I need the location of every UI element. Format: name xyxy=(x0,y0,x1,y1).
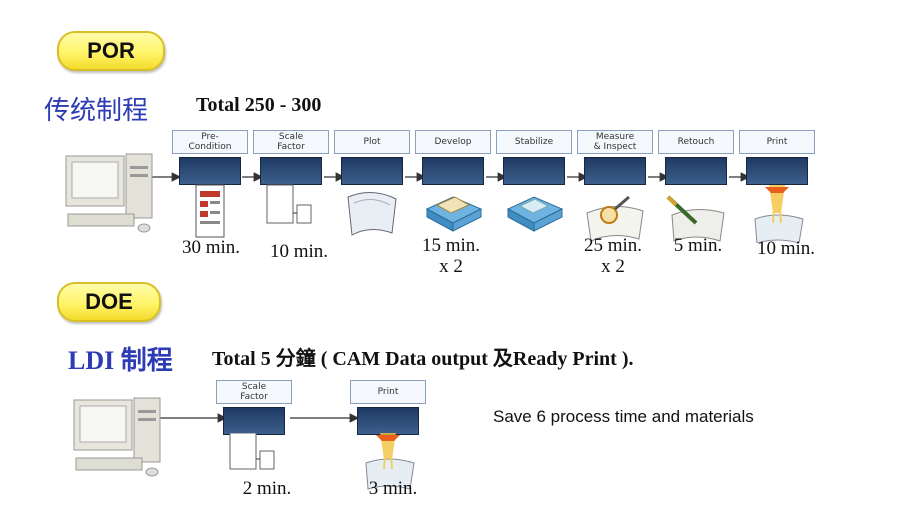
step-label: Scale Factor xyxy=(253,130,329,154)
stabilize-tray-icon xyxy=(504,183,564,233)
doe-badge: DOE xyxy=(57,282,161,322)
step-label: Develop xyxy=(415,130,491,154)
doe-step-scale-factor: Scale Factor xyxy=(216,380,292,483)
step-bar xyxy=(584,157,646,185)
step-label: Pre- Condition xyxy=(172,130,248,154)
print-light-icon xyxy=(358,433,418,490)
precondition-icon xyxy=(180,183,240,238)
doe-title: LDI 制程 xyxy=(68,346,173,375)
step-label: Stabilize xyxy=(496,130,572,154)
step-label: Scale Factor xyxy=(216,380,292,404)
magnifier-icon xyxy=(585,183,645,242)
doe-total: Total 5 分鐘 ( CAM Data output 及Ready Prin… xyxy=(212,348,634,370)
por-step-measure-inspect: Measure & Inspect xyxy=(577,130,653,242)
print-light-icon xyxy=(747,183,807,244)
step-bar xyxy=(179,157,241,185)
step-label: Print xyxy=(350,380,426,404)
scale-factor-icon xyxy=(224,432,284,483)
por-time-measure-inspect: 25 min. x 2 xyxy=(583,235,643,277)
por-time-print: 10 min. xyxy=(756,238,816,259)
por-step-retouch: Retouch xyxy=(658,130,734,242)
por-badge-label: POR xyxy=(87,38,135,63)
step-label: Print xyxy=(739,130,815,154)
doe-time-scale-factor: 2 min. xyxy=(242,478,292,499)
step-bar xyxy=(357,407,419,435)
scale-factor-icon xyxy=(261,183,321,233)
step-bar xyxy=(746,157,808,185)
por-step-stabilize: Stabilize xyxy=(496,130,572,233)
step-label: Plot xyxy=(334,130,410,154)
por-step-print: Print xyxy=(739,130,815,244)
por-badge: POR xyxy=(57,31,165,71)
por-step-scale-factor: Scale Factor xyxy=(253,130,329,233)
pen-icon xyxy=(666,183,726,242)
por-step-precondition: Pre- Condition xyxy=(172,130,248,238)
develop-tray-icon xyxy=(423,183,483,233)
step-bar xyxy=(503,157,565,185)
por-time-retouch: 5 min. xyxy=(673,235,723,256)
step-bar xyxy=(223,407,285,435)
step-label: Retouch xyxy=(658,130,734,154)
por-time-plot-develop: 15 min. x 2 xyxy=(421,235,481,277)
doe-badge-label: DOE xyxy=(85,289,133,314)
doe-time-print: 3 min. xyxy=(368,478,418,499)
doe-step-print: Print xyxy=(350,380,426,490)
computer-icon xyxy=(73,397,161,477)
por-step-plot: Plot xyxy=(334,130,410,236)
savings-note: Save 6 process time and materials xyxy=(493,407,754,426)
por-title: 传统制程 xyxy=(44,96,149,126)
step-bar xyxy=(341,157,403,185)
step-bar xyxy=(260,157,322,185)
step-bar xyxy=(665,157,727,185)
step-bar xyxy=(422,157,484,185)
por-total: Total 250 - 300 xyxy=(196,94,322,116)
por-step-develop: Develop xyxy=(415,130,491,233)
por-time-scale-factor: 10 min. xyxy=(269,241,329,262)
plot-film-icon xyxy=(342,183,402,236)
por-time-precondition: 30 min. xyxy=(181,237,241,258)
step-label: Measure & Inspect xyxy=(577,130,653,154)
computer-icon xyxy=(65,153,153,233)
